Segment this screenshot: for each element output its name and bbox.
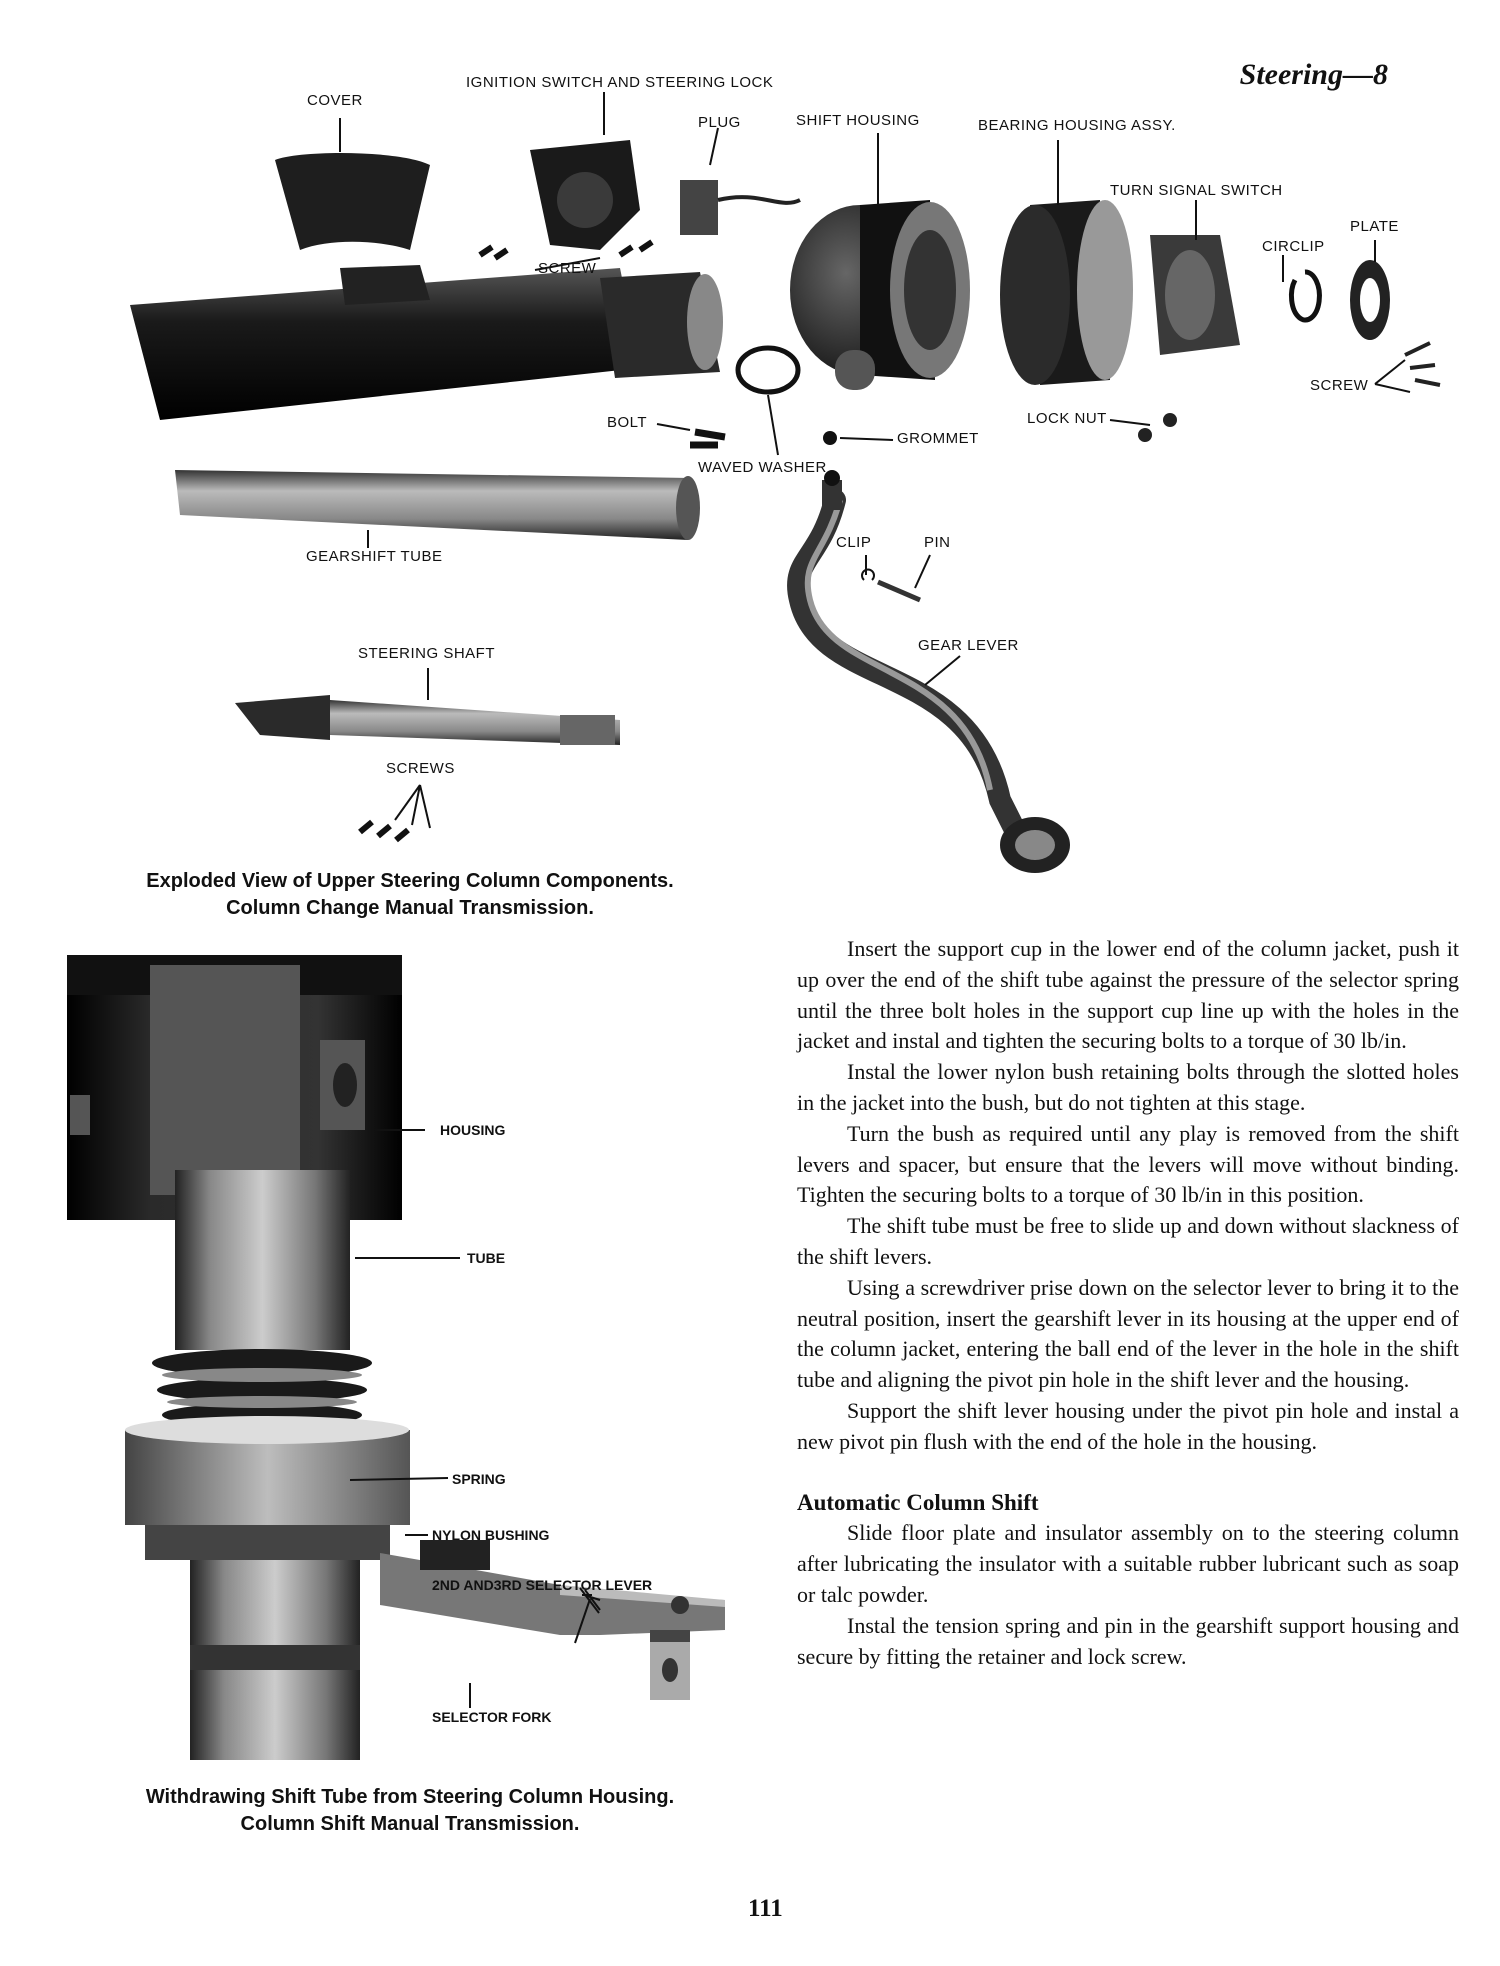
label-spring: SPRING xyxy=(452,1471,506,1487)
figure2-caption-line1: Withdrawing Shift Tube from Steering Col… xyxy=(145,1786,675,1808)
figure1-caption-line2: Column Change Manual Transmission. xyxy=(226,897,594,919)
label-nylon-bushing: NYLON BUSHING xyxy=(432,1527,550,1543)
paragraph: Insert the support cup in the lower end … xyxy=(797,936,1459,1054)
label-screw-right: SCREW xyxy=(1310,377,1369,394)
label-lock-nut: LOCK NUT xyxy=(1027,410,1107,427)
label-cover: COVER xyxy=(307,92,363,109)
figure1-caption: Exploded View of Upper Steering Column C… xyxy=(60,868,760,922)
figure1-caption-line1: Exploded View of Upper Steering Column C… xyxy=(146,870,674,892)
paragraph: Slide floor plate and insulator assembly… xyxy=(797,1520,1459,1607)
paragraph: Support the shift lever housing under th… xyxy=(797,1397,1459,1454)
label-steering-shaft: STEERING SHAFT xyxy=(358,645,496,662)
figure2-caption: Withdrawing Shift Tube from Steering Col… xyxy=(55,1784,765,1838)
page-number: 111 xyxy=(748,1895,783,1922)
label-clip: CLIP xyxy=(836,534,872,551)
label-pin: PIN xyxy=(924,534,951,551)
paragraph: The shift tube must be free to slide up … xyxy=(797,1213,1459,1269)
label-plate: PLATE xyxy=(1350,218,1399,235)
label-grommet: GROMMET xyxy=(897,430,979,447)
page-header: Steering—8 xyxy=(1239,58,1388,91)
section-heading: Automatic Column Shift xyxy=(797,1489,1039,1515)
label-bolt: BOLT xyxy=(607,414,648,431)
label-circlip: CIRCLIP xyxy=(1262,238,1325,255)
paragraph: Turn the bush as required until any play… xyxy=(797,1120,1459,1208)
label-tube: TUBE xyxy=(467,1250,506,1266)
label-shift-housing: SHIFT HOUSING xyxy=(796,112,920,129)
label-selector-lever: 2ND AND3RD SELECTOR LEVER xyxy=(432,1577,653,1593)
paragraph: Instal the tension spring and pin in the… xyxy=(797,1612,1459,1669)
label-gearshift-tube: GEARSHIFT TUBE xyxy=(306,548,443,565)
shift-tube-drawing xyxy=(67,955,725,1760)
exploded-view-figure: COVER IGNITION SWITCH AND STEERING LOCK … xyxy=(0,0,1500,880)
label-plug: PLUG xyxy=(698,114,741,131)
label-screws: SCREWS xyxy=(386,760,455,777)
shift-tube-photo: HOUSING TUBE SPRING NYLON BUSHING 2ND AN… xyxy=(0,945,760,1795)
exploded-view-drawing xyxy=(130,92,1441,873)
label-housing: HOUSING xyxy=(440,1122,506,1138)
body-text-column: Insert the support cup in the lower end … xyxy=(797,934,1459,1672)
label-gear-lever: GEAR LEVER xyxy=(918,637,1019,654)
paragraph: Instal the lower nylon bush retaining bo… xyxy=(797,1059,1459,1115)
label-ignition-switch: IGNITION SWITCH AND STEERING LOCK xyxy=(466,74,774,91)
label-selector-fork: SELECTOR FORK xyxy=(432,1709,552,1725)
label-waved-washer: WAVED WASHER xyxy=(698,459,827,476)
label-screw-top: SCREW xyxy=(538,260,597,277)
label-bearing-housing: BEARING HOUSING ASSY. xyxy=(978,117,1176,134)
figure2-caption-line2: Column Shift Manual Transmission. xyxy=(240,1813,580,1835)
paragraph: Using a screwdriver prise down on the se… xyxy=(797,1274,1459,1393)
label-turn-signal-switch: TURN SIGNAL SWITCH xyxy=(1110,182,1283,199)
